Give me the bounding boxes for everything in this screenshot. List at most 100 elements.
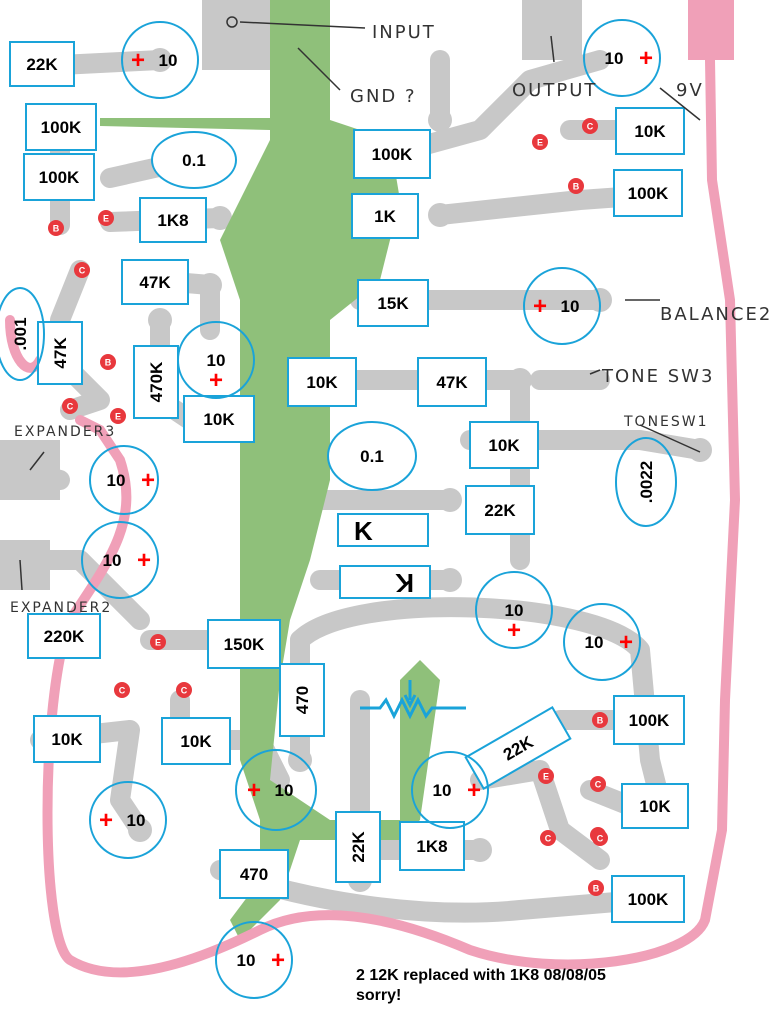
transistor-pin-label: E bbox=[537, 138, 543, 148]
resistor: 1K bbox=[351, 193, 419, 239]
capacitor-label: 10 bbox=[237, 951, 256, 970]
transistor-pin-label: C bbox=[119, 686, 126, 696]
capacitor: 10+ bbox=[89, 445, 159, 515]
resistor: 47K bbox=[121, 259, 189, 305]
capacitor-label: 10 bbox=[433, 781, 452, 800]
transistor-pin: C bbox=[582, 118, 598, 134]
transistor-pin: E bbox=[150, 634, 166, 650]
capacitor: 10 + bbox=[563, 603, 641, 681]
label-tone-sw1: TONESW1 bbox=[624, 414, 709, 430]
resistor-label: 1K bbox=[374, 207, 396, 226]
label-balance2: BALANCE2 bbox=[660, 304, 772, 325]
resistor-label: 10K bbox=[488, 436, 520, 455]
transistor-pin-label: C bbox=[181, 686, 188, 696]
resistor-label: 470 bbox=[240, 865, 268, 884]
resistor: 100K bbox=[611, 875, 685, 923]
power-input-pad bbox=[688, 0, 734, 60]
capacitor: 10 + bbox=[583, 19, 661, 97]
transistor-pin-label: E bbox=[155, 638, 161, 648]
transistor-pin-label: B bbox=[105, 358, 112, 368]
transistor-pin: E bbox=[532, 134, 548, 150]
resistor: 22K bbox=[465, 485, 535, 535]
resistor: 1K8 bbox=[399, 821, 465, 871]
resistor-label: 15K bbox=[377, 294, 409, 313]
resistor-label: 10K bbox=[634, 122, 666, 141]
resistor: 220K bbox=[27, 613, 101, 659]
transistor-pin: E bbox=[98, 210, 114, 226]
resistor-label: 100K bbox=[628, 184, 669, 203]
resistor-label: 1K8 bbox=[157, 211, 188, 230]
transistor-pin-label: C bbox=[545, 834, 552, 844]
diode-lower: K bbox=[339, 565, 431, 599]
expander2-pad bbox=[0, 540, 50, 590]
capacitor: 10+ bbox=[215, 921, 293, 999]
capacitor: .0022 bbox=[615, 437, 677, 527]
polarity-plus-icon: + bbox=[533, 293, 547, 320]
capacitor-label: .0022 bbox=[637, 461, 656, 504]
resistor-label: 10K bbox=[306, 373, 338, 392]
capacitor: 10+ bbox=[81, 521, 159, 599]
resistor-label: 470K bbox=[147, 361, 166, 402]
capacitor: 10+ bbox=[121, 21, 199, 99]
transistor-pin: B bbox=[568, 178, 584, 194]
capacitor: 10+ bbox=[523, 267, 601, 345]
transistor-pin: B bbox=[100, 354, 116, 370]
svg-text:K: K bbox=[395, 568, 414, 598]
capacitor-label: 10 bbox=[605, 49, 624, 68]
capacitor-label: 10 bbox=[585, 633, 604, 652]
capacitor-label: 10 bbox=[107, 471, 126, 490]
transistor-pin-label: E bbox=[115, 412, 121, 422]
label-input: INPUT bbox=[372, 22, 436, 43]
resistor: 10K bbox=[33, 715, 101, 763]
revision-note: 2 12K replaced with 1K8 08/08/05 sorry! bbox=[356, 966, 606, 1006]
capacitor: .001 bbox=[0, 287, 45, 381]
polarity-plus-icon: + bbox=[507, 617, 521, 644]
transistor-pin-label: B bbox=[53, 224, 60, 234]
capacitor-label: 10 bbox=[275, 781, 294, 800]
capacitor-label: 10 bbox=[127, 811, 146, 830]
resistor: 100K bbox=[25, 103, 97, 151]
transistor-pin-label: C bbox=[595, 780, 602, 790]
transistor-pin: C bbox=[592, 830, 608, 846]
resistor-label: 22K bbox=[26, 55, 58, 74]
resistor: 10K bbox=[287, 357, 357, 407]
resistor: 10K bbox=[615, 107, 685, 155]
resistor-label: 100K bbox=[41, 118, 82, 137]
resistor: 47K bbox=[37, 321, 83, 385]
resistor: 100K bbox=[613, 695, 685, 745]
resistor-label: 220K bbox=[44, 627, 85, 646]
polarity-plus-icon: + bbox=[137, 547, 151, 574]
resistor: 470K bbox=[133, 345, 179, 419]
polarity-plus-icon: + bbox=[639, 45, 653, 72]
resistor: 22K bbox=[9, 41, 75, 87]
resistor-label: 47K bbox=[436, 373, 468, 392]
label-output: OUTPUT bbox=[512, 80, 598, 101]
resistor-label: 22K bbox=[484, 501, 516, 520]
resistor: 470 bbox=[219, 849, 289, 899]
polarity-plus-icon: + bbox=[619, 629, 633, 656]
resistor: 470 bbox=[279, 663, 325, 737]
resistor-label: 100K bbox=[629, 711, 670, 730]
resistor: 10K bbox=[621, 783, 689, 829]
transistor-pin: C bbox=[540, 830, 556, 846]
transistor-pin: E bbox=[538, 768, 554, 784]
resistor: 1K8 bbox=[139, 197, 207, 243]
svg-text:K: K bbox=[354, 516, 373, 546]
revision-note-line1: 2 12K replaced with 1K8 08/08/05 bbox=[356, 967, 606, 984]
diode-upper: K bbox=[337, 513, 429, 547]
resistor: 150K bbox=[207, 619, 281, 669]
resistor-label: 150K bbox=[224, 635, 265, 654]
resistor-label: 1K8 bbox=[416, 837, 447, 856]
resistor-label: 10K bbox=[203, 410, 235, 429]
resistor-label: 470 bbox=[293, 686, 312, 714]
resistor-tilted bbox=[464, 706, 572, 790]
label-9v: 9V bbox=[676, 80, 704, 101]
resistor-label: 10K bbox=[639, 797, 671, 816]
resistor-label: 100K bbox=[372, 145, 413, 164]
capacitor: 10+ bbox=[89, 781, 167, 859]
resistor: 100K bbox=[353, 129, 431, 179]
resistor-label: 22K bbox=[349, 831, 368, 863]
transistor-pin: B bbox=[592, 712, 608, 728]
capacitor-label: 10 bbox=[159, 51, 178, 70]
